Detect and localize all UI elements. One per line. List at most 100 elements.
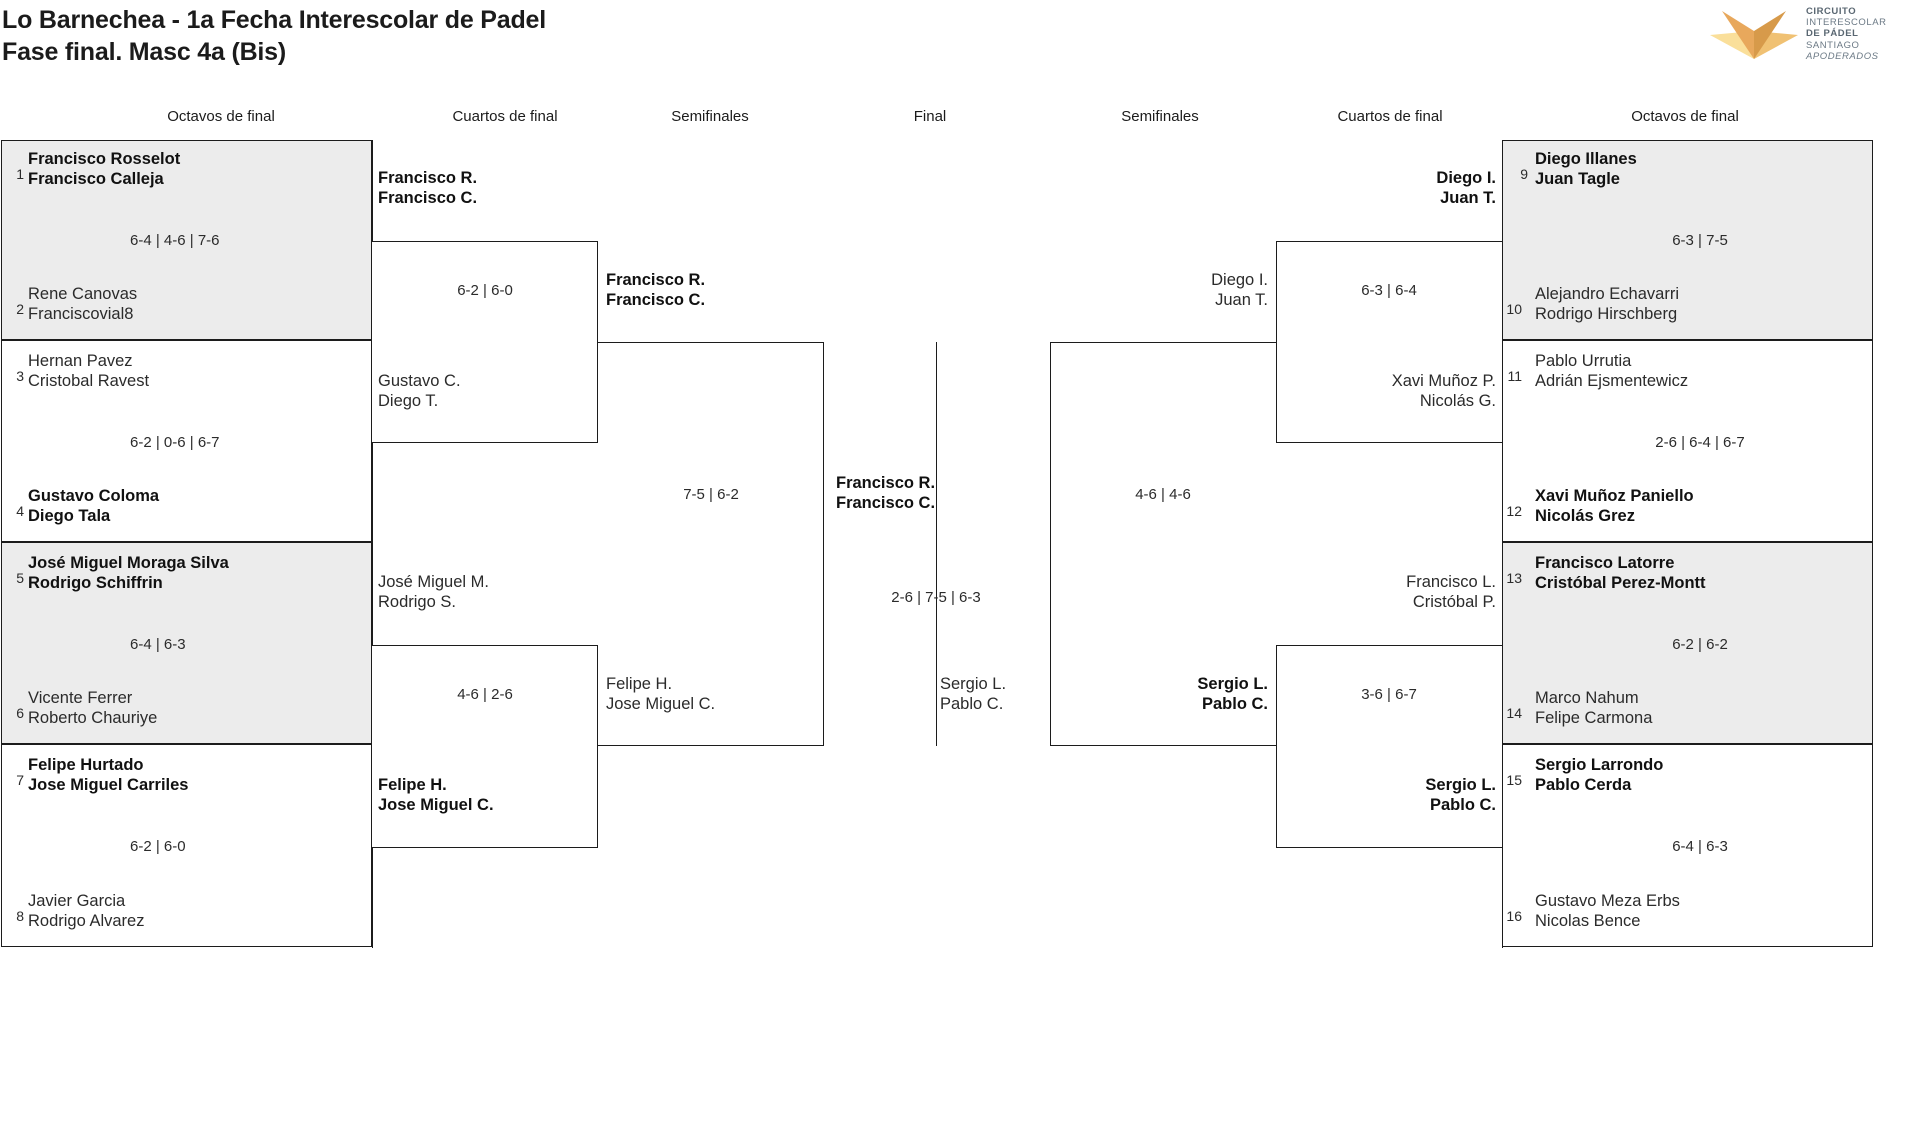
player-name: Rodrigo Hirschberg xyxy=(1535,305,1678,323)
r16-match-right-1[interactable] xyxy=(1502,140,1873,340)
match-score: 4-6 | 2-6 xyxy=(457,686,513,703)
seed-number: 12 xyxy=(1506,503,1522,519)
player-name: Rodrigo Alvarez xyxy=(28,912,145,930)
player-name: Gustavo Meza Erbs xyxy=(1535,892,1680,910)
seed-number: 2 xyxy=(16,301,24,317)
player-name: José Miguel M. xyxy=(378,573,489,591)
qf-box-right-2[interactable] xyxy=(1276,645,1502,848)
player-name: Cristóbal Perez-Montt xyxy=(1535,574,1706,592)
match-score: 4-6 | 4-6 xyxy=(1135,486,1191,503)
round-label-left-r16: Octavos de final xyxy=(167,108,275,125)
r16-match-right-4[interactable] xyxy=(1502,744,1873,947)
player-name: Vicente Ferrer xyxy=(28,689,133,707)
player-name: Sergio Larrondo xyxy=(1535,756,1664,774)
sf-box-right[interactable] xyxy=(1050,342,1276,746)
player-name: Francisco C. xyxy=(378,189,478,207)
player-name: Francisco R. xyxy=(606,271,706,289)
r16-match-left-3[interactable] xyxy=(1,542,372,744)
seed-number: 13 xyxy=(1506,570,1522,586)
qf-connector-left-2-bottom xyxy=(372,848,373,948)
match-score: 6-2 | 6-0 xyxy=(457,282,513,299)
player-name: Gustavo C. xyxy=(378,372,461,390)
arrow-logo-icon xyxy=(1710,11,1798,59)
qf-box-left-1[interactable] xyxy=(372,241,598,443)
player-name: Francisco Rosselot xyxy=(28,150,181,168)
player-name: Sergio L. xyxy=(940,675,1007,693)
qf-box-right-1[interactable] xyxy=(1276,241,1502,443)
seed-number: 6 xyxy=(16,705,24,721)
brand-logo: CIRCUITO INTERESCOLAR DE PÁDEL SANTIAGO … xyxy=(1706,4,1916,66)
seed-number: 4 xyxy=(16,503,24,519)
logo-line-2: INTERESCOLAR xyxy=(1806,17,1887,29)
player-name: Felipe Hurtado xyxy=(28,756,144,774)
seed-number: 11 xyxy=(1507,368,1522,384)
player-name: Francisco L. xyxy=(1406,573,1496,591)
player-name: Cristobal Ravest xyxy=(28,372,150,390)
round-label-left-sf: Semifinales xyxy=(671,108,749,125)
seed-number: 7 xyxy=(16,772,24,788)
player-name: Felipe H. xyxy=(378,776,447,794)
match-score: 6-4 | 6-3 xyxy=(1672,838,1728,855)
player-name: Xavi Muñoz Paniello xyxy=(1535,487,1694,505)
match-score: 6-4 | 4-6 | 7-6 xyxy=(130,232,220,249)
player-name: Pablo Urrutia xyxy=(1535,352,1632,370)
player-name: Jose Miguel C. xyxy=(606,695,716,713)
r16-match-left-2[interactable] xyxy=(1,340,372,542)
player-name: Francisco R. xyxy=(836,474,936,492)
r16-match-right-3[interactable] xyxy=(1502,542,1873,744)
match-score: 7-5 | 6-2 xyxy=(683,486,739,503)
match-score: 2-6 | 6-4 | 6-7 xyxy=(1655,434,1745,451)
player-name: Francisco R. xyxy=(378,169,478,187)
round-label-right-r16: Octavos de final xyxy=(1631,108,1739,125)
player-name: Francisco C. xyxy=(606,291,706,309)
seed-number: 16 xyxy=(1506,908,1522,924)
match-score: 6-2 | 0-6 | 6-7 xyxy=(130,434,220,451)
match-score: 6-2 | 6-0 xyxy=(130,838,186,855)
player-name: Sergio L. xyxy=(1197,675,1268,693)
logo-line-5: APODERADOS xyxy=(1806,50,1879,62)
r16-match-left-1[interactable] xyxy=(1,140,372,340)
player-name: Felipe Carmona xyxy=(1535,709,1653,727)
player-name: Francisco Calleja xyxy=(28,170,164,188)
player-name: Juan Tagle xyxy=(1535,170,1620,188)
player-name: Xavi Muñoz P. xyxy=(1391,372,1496,390)
qf-box-left-2[interactable] xyxy=(372,645,598,848)
player-name: Pablo Cerda xyxy=(1535,776,1632,794)
seed-number: 8 xyxy=(16,908,24,924)
player-name: Sergio L. xyxy=(1425,776,1496,794)
player-name: Nicolás Grez xyxy=(1535,507,1635,525)
player-name: Diego Tala xyxy=(28,507,111,525)
sf-box-left[interactable] xyxy=(598,342,824,746)
final-center-divider xyxy=(936,342,937,746)
round-label-right-sf: Semifinales xyxy=(1121,108,1199,125)
player-name: Francisco C. xyxy=(836,494,936,512)
seed-number: 1 xyxy=(16,166,24,182)
round-label-final: Final xyxy=(913,108,947,125)
player-name: Nicolás G. xyxy=(1419,392,1496,410)
player-name: Diego Illanes xyxy=(1535,150,1637,168)
page-title: Lo Barnechea - 1a Fecha Interescolar de … xyxy=(2,4,546,68)
seed-number: 9 xyxy=(1520,166,1528,182)
player-name: Cristóbal P. xyxy=(1412,593,1496,611)
player-name: Pablo C. xyxy=(1429,796,1496,814)
r16-match-left-4[interactable] xyxy=(1,744,372,947)
match-score: 6-2 | 6-2 xyxy=(1672,636,1728,653)
player-name: Juan T. xyxy=(1440,189,1496,207)
player-name: Rodrigo S. xyxy=(378,593,456,611)
match-score: 3-6 | 6-7 xyxy=(1361,686,1417,703)
player-name: Diego I. xyxy=(1436,169,1496,187)
player-name: Adrián Ejsmentewicz xyxy=(1535,372,1689,390)
player-name: Hernan Pavez xyxy=(28,352,133,370)
round-label-left-qf: Cuartos de final xyxy=(452,108,558,125)
player-name: Juan T. xyxy=(1215,291,1268,309)
player-name: Alejandro Echavarri xyxy=(1535,285,1679,303)
title-line-1: Lo Barnechea - 1a Fecha Interescolar de … xyxy=(2,6,547,34)
r16-match-right-2[interactable] xyxy=(1502,340,1873,542)
player-name: Felipe H. xyxy=(606,675,673,693)
match-score: 6-4 | 6-3 xyxy=(130,636,186,653)
logo-line-3: DE PÁDEL xyxy=(1806,28,1859,40)
match-score: 6-3 | 6-4 xyxy=(1361,282,1417,299)
seed-number: 15 xyxy=(1506,772,1522,788)
player-name: Javier Garcia xyxy=(28,892,126,910)
